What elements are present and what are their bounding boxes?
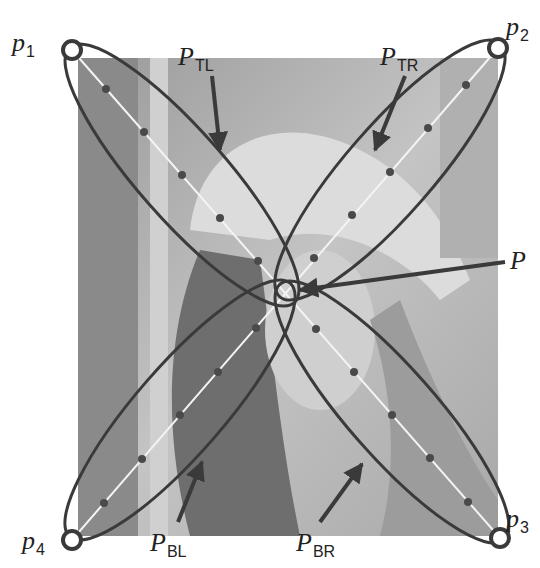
symbol-letter: p xyxy=(22,526,35,555)
symbol-letter: P xyxy=(380,42,396,71)
point-label: PBR xyxy=(296,530,335,556)
point-label: p1 xyxy=(12,30,35,56)
subscript: BR xyxy=(313,543,335,560)
subscript: BL xyxy=(167,543,187,560)
ellipses xyxy=(37,14,538,568)
point-label: PTR xyxy=(380,44,418,70)
diagonals xyxy=(72,48,500,540)
subscript: TR xyxy=(397,57,418,74)
symbol-letter: P xyxy=(178,42,194,71)
subscript: 2 xyxy=(520,27,529,44)
point-label: PBL xyxy=(150,530,186,556)
point-label: PTL xyxy=(178,44,214,70)
point-label: p4 xyxy=(22,528,45,554)
subscript: 1 xyxy=(26,43,35,60)
symbol-letter: p xyxy=(506,504,519,533)
leader-arrows xyxy=(178,76,505,522)
point-label: p3 xyxy=(506,506,529,532)
corner-points xyxy=(63,39,509,549)
symbol-letter: p xyxy=(506,12,519,41)
point-label: P xyxy=(510,248,526,274)
sample-dots xyxy=(100,81,472,507)
symbol-letter: P xyxy=(150,528,166,557)
subscript: 3 xyxy=(520,519,529,536)
point-label: p2 xyxy=(506,14,529,40)
subscript: 4 xyxy=(36,541,45,558)
subscript: TL xyxy=(195,57,214,74)
symbol-letter: p xyxy=(12,28,25,57)
symbol-letter: P xyxy=(296,528,312,557)
symbol-letter: P xyxy=(510,246,526,275)
